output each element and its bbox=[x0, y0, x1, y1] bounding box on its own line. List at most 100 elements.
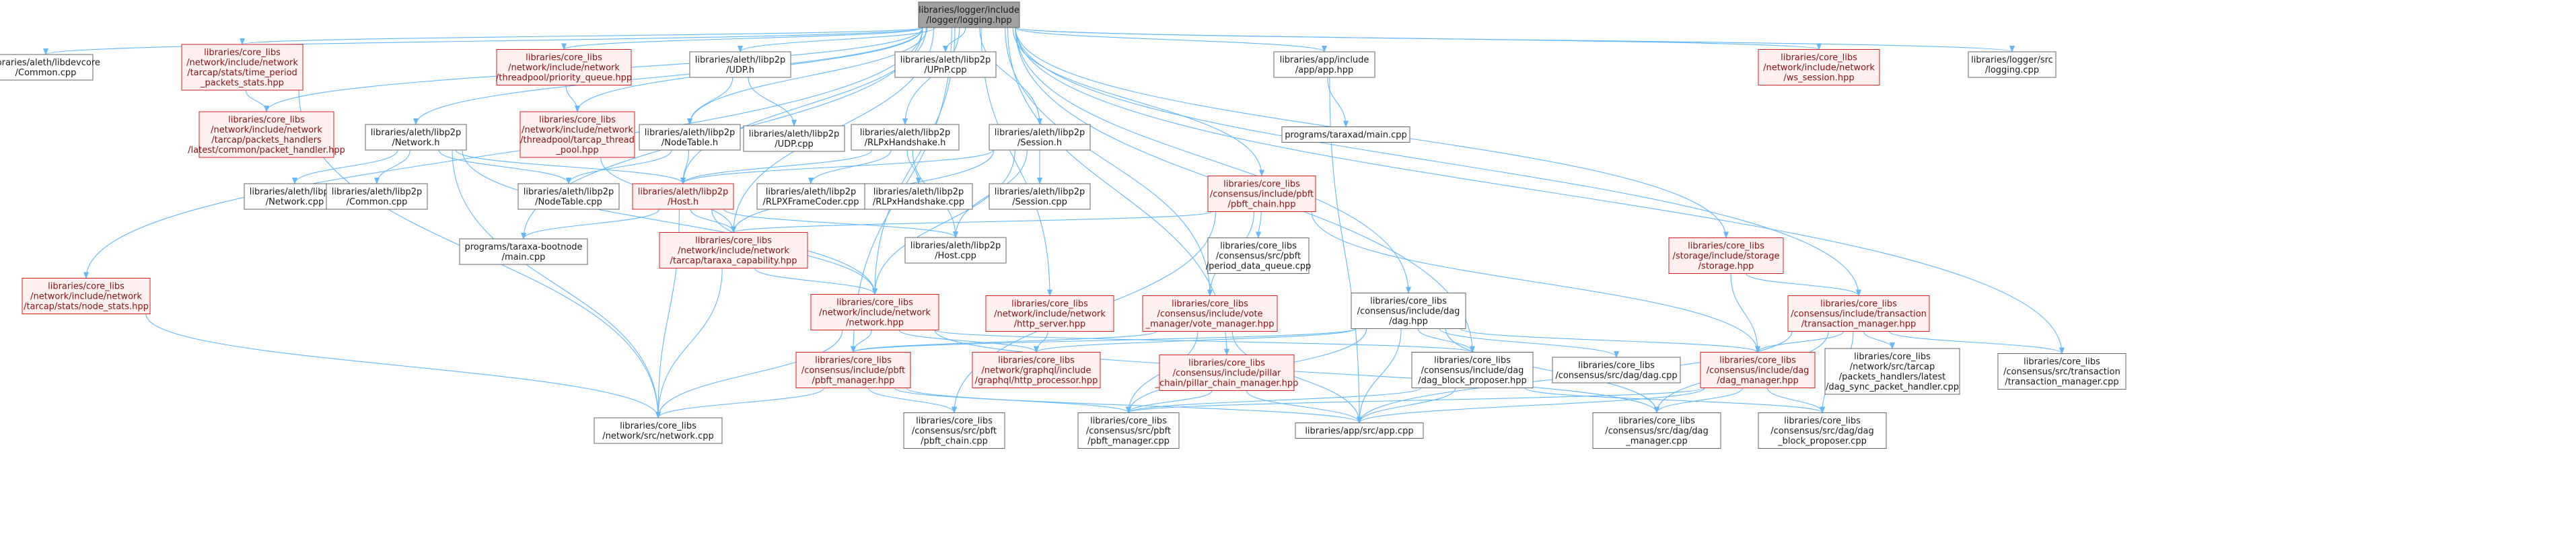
node-priority-queue[interactable]: libraries/core_libs/network/include/netw… bbox=[496, 49, 632, 85]
node-pbft-manager-cpp[interactable]: libraries/core_libs/consensus/src/pbft/p… bbox=[1077, 412, 1180, 449]
node-common-cpp[interactable]: libraries/aleth/libp2p/Common.cpp bbox=[326, 183, 428, 210]
node-host-cpp[interactable]: libraries/aleth/libp2p/Host.cpp bbox=[904, 237, 1007, 264]
node-tarcap-thread-pool[interactable]: libraries/core_libs/network/include/netw… bbox=[520, 111, 635, 158]
edge-dag-hpp-to-app-cpp bbox=[1357, 328, 1402, 424]
node-label-line: libraries/aleth/libp2p bbox=[860, 128, 950, 138]
node-http-processor[interactable]: libraries/core_libs/network/graphql/incl… bbox=[972, 352, 1101, 388]
node-node-stats[interactable]: libraries/core_libs/network/include/netw… bbox=[22, 278, 151, 314]
node-dag-sync-packet-handler[interactable]: libraries/core_libs/network/src/tarcap/p… bbox=[1824, 348, 1960, 395]
node-label-line: libraries/core_libs bbox=[1820, 299, 1897, 309]
node-vote-manager[interactable]: libraries/core_libs/consensus/include/vo… bbox=[1142, 295, 1278, 332]
node-nodetable-cpp[interactable]: libraries/aleth/libp2p/NodeTable.cpp bbox=[517, 183, 620, 210]
edge-rlpx-handshake-h-to-host-h bbox=[680, 149, 873, 184]
node-ws-session[interactable]: libraries/core_libs/network/include/netw… bbox=[1758, 49, 1880, 85]
node-dag-cpp[interactable]: libraries/core_libs/consensus/src/dag/da… bbox=[1552, 357, 1681, 384]
node-transaction-manager-hpp[interactable]: libraries/core_libs/consensus/include/tr… bbox=[1787, 295, 1930, 332]
node-network-cpp-core[interactable]: libraries/core_libs/network/src/network.… bbox=[594, 417, 723, 444]
node-storage-hpp[interactable]: libraries/core_libs/storage/include/stor… bbox=[1668, 238, 1784, 274]
node-root[interactable]: libraries/logger/include/logger/logging.… bbox=[918, 1, 1020, 28]
edge-root-to-udp-h bbox=[738, 27, 935, 52]
node-udp-h[interactable]: libraries/aleth/libp2p/UDP.h bbox=[689, 51, 791, 78]
node-label-line: /tarcap/stats/time_period bbox=[187, 68, 297, 78]
node-label-line: libraries/core_libs bbox=[1090, 416, 1167, 427]
node-box bbox=[894, 51, 997, 78]
node-box bbox=[1411, 352, 1534, 388]
edge-network-h-to-network-hpp bbox=[462, 149, 878, 295]
node-label-line: libraries/aleth/libp2p bbox=[638, 187, 728, 197]
edge-host-h-to-bootnode-main bbox=[521, 209, 659, 240]
node-label-line: /dag_block_proposer.hpp bbox=[1418, 376, 1527, 386]
node-host-h[interactable]: libraries/aleth/libp2p/Host.h bbox=[632, 183, 734, 210]
edge-pbft-manager-hpp-to-pbft-chain-cpp bbox=[867, 388, 957, 414]
node-dag-block-proposer-cpp[interactable]: libraries/core_libs/consensus/src/dag/da… bbox=[1758, 412, 1887, 449]
edge-network-h-to-nodetable-cpp bbox=[438, 149, 571, 184]
node-label-line: /pbft_manager.cpp bbox=[1087, 437, 1170, 447]
node-label-line: /consensus/include/vote bbox=[1157, 309, 1262, 320]
node-label-line: /Network.cpp bbox=[266, 197, 324, 207]
edge-host-h-to-host-cpp bbox=[723, 209, 958, 238]
node-box bbox=[1207, 238, 1310, 274]
node-label-line: /consensus/src/pbft bbox=[912, 427, 997, 437]
node-devcore-common[interactable]: libraries/aleth/libdevcore/Common.cpp bbox=[0, 54, 100, 81]
node-app-cpp[interactable]: libraries/app/src/app.cpp bbox=[1295, 423, 1424, 439]
node-label-line: libraries/aleth/libdevcore bbox=[0, 58, 100, 68]
node-rlpx-handshake-cpp[interactable]: libraries/aleth/libp2p/RLPxHandshake.cpp bbox=[864, 183, 973, 210]
node-label-line: libraries/core_libs bbox=[1719, 356, 1796, 366]
node-dag-manager-hpp[interactable]: libraries/core_libs/consensus/include/da… bbox=[1700, 352, 1816, 388]
edge-root-to-pillar-chain-manager bbox=[1007, 27, 1229, 356]
node-box bbox=[864, 183, 973, 210]
node-box bbox=[1592, 412, 1721, 449]
node-bootnode-main[interactable]: programs/taraxa-bootnode/main.cpp bbox=[459, 238, 588, 265]
node-pbft-chain-cpp[interactable]: libraries/core_libs/consensus/src/pbft/p… bbox=[903, 412, 1005, 449]
node-label-line: libraries/core_libs bbox=[1784, 416, 1861, 427]
node-dag-hpp[interactable]: libraries/core_libs/consensus/include/da… bbox=[1351, 293, 1466, 329]
node-label-line: /storage.hpp bbox=[1698, 262, 1754, 272]
node-label-line: libraries/core_libs bbox=[1781, 53, 1857, 63]
node-rlpx-handshake-h[interactable]: libraries/aleth/libp2p/RLPxHandshake.h bbox=[851, 124, 960, 151]
edge-dag-hpp-to-dag-block-proposer-hpp bbox=[1417, 328, 1475, 353]
edge-dag-hpp-to-http-processor bbox=[1034, 328, 1356, 353]
node-label-line: libraries/aleth/libp2p bbox=[910, 241, 1001, 251]
node-nodetable-h[interactable]: libraries/aleth/libp2p/NodeTable.h bbox=[639, 124, 741, 151]
node-label-line: /network/include/network bbox=[1763, 63, 1875, 73]
node-session-h[interactable]: libraries/aleth/libp2p/Session.h bbox=[989, 124, 1091, 151]
node-time-period[interactable]: libraries/core_libs/network/include/netw… bbox=[181, 44, 303, 91]
node-udp-cpp[interactable]: libraries/aleth/libp2p/UDP.cpp bbox=[743, 125, 845, 152]
edge-root-to-logging-cpp bbox=[1015, 27, 2015, 52]
node-label-line: /consensus/src/pbft bbox=[1086, 427, 1171, 437]
node-session-cpp[interactable]: libraries/aleth/libp2p/Session.cpp bbox=[989, 183, 1091, 210]
node-app-hpp[interactable]: libraries/app/include/app/app.hpp bbox=[1273, 51, 1375, 78]
node-dag-block-proposer-hpp[interactable]: libraries/core_libs/consensus/include/da… bbox=[1411, 352, 1534, 388]
node-transaction-manager-cpp[interactable]: libraries/core_libs/consensus/src/transa… bbox=[1997, 353, 2126, 390]
node-box bbox=[459, 238, 588, 265]
edge-root-to-transaction-manager-hpp bbox=[1015, 27, 1861, 297]
node-dag-manager-cpp[interactable]: libraries/core_libs/consensus/src/dag/da… bbox=[1592, 412, 1721, 449]
node-period-data-queue[interactable]: libraries/core_libs/consensus/src/pbft/p… bbox=[1206, 238, 1312, 274]
node-upnp[interactable]: libraries/aleth/libp2p/UPnP.cpp bbox=[894, 51, 997, 78]
node-label-line: /main.cpp bbox=[502, 252, 546, 262]
node-label-line: libraries/logger/include bbox=[919, 5, 1019, 15]
node-label-line: /http_server.hpp bbox=[1014, 320, 1085, 330]
edge-priority-queue-to-tarcap-thread-pool bbox=[565, 85, 580, 112]
node-taraxa-capability[interactable]: libraries/core_libs/network/include/netw… bbox=[659, 232, 808, 268]
node-pbft-chain-hpp[interactable]: libraries/core_libs/consensus/include/pb… bbox=[1207, 176, 1316, 212]
node-network-h[interactable]: libraries/aleth/libp2p/Network.h bbox=[365, 124, 467, 151]
node-pbft-manager-hpp[interactable]: libraries/core_libs/consensus/include/pb… bbox=[795, 352, 911, 388]
node-label-line: _block_proposer.cpp bbox=[1777, 437, 1867, 447]
node-taraxad-main[interactable]: programs/taraxad/main.cpp bbox=[1281, 126, 1410, 143]
edge-udp-h-to-nodetable-h bbox=[687, 77, 734, 125]
node-logging-cpp[interactable]: libraries/logger/src/logging.cpp bbox=[1968, 51, 2056, 78]
node-rlpx-frame[interactable]: libraries/aleth/libp2p/RLPXFrameCoder.cp… bbox=[756, 183, 865, 210]
edge-pbft-chain-hpp-to-taraxa-capability bbox=[731, 211, 1213, 233]
node-network-hpp[interactable]: libraries/core_libs/network/include/netw… bbox=[810, 294, 939, 330]
node-packet-handler[interactable]: libraries/core_libs/network/include/netw… bbox=[188, 111, 345, 158]
node-pillar-chain-manager[interactable]: libraries/core_libs/consensus/include/pi… bbox=[1155, 355, 1299, 391]
node-label-line: libraries/core_libs bbox=[916, 416, 993, 427]
node-http-server[interactable]: libraries/core_libs/network/include/netw… bbox=[985, 295, 1114, 332]
node-label-line: /consensus/include/pbft bbox=[801, 366, 905, 376]
node-label-line: programs/taraxa-bootnode bbox=[464, 242, 582, 252]
node-label-line: /network/include/network bbox=[819, 308, 931, 318]
edge-vote-manager-to-app-cpp bbox=[1231, 331, 1362, 424]
node-label-line: libraries/core_libs bbox=[1220, 242, 1297, 252]
